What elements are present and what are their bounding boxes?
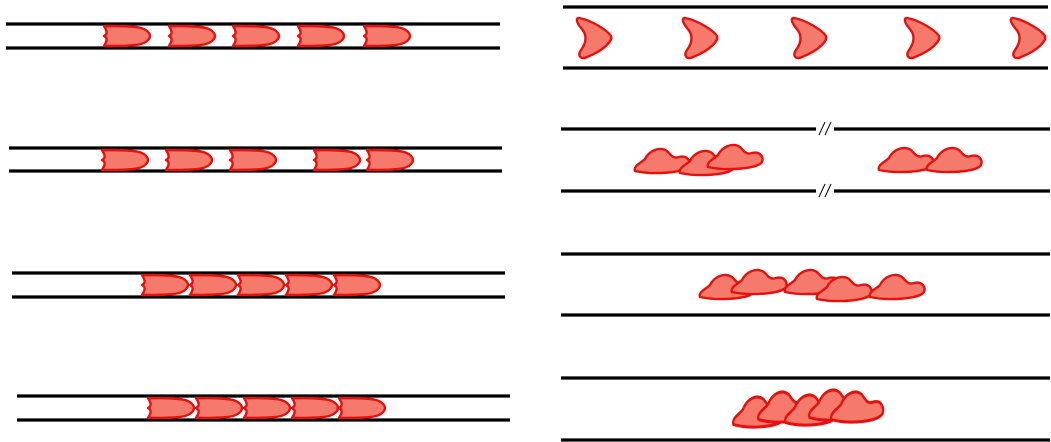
capillary-channel-4 [17,394,510,422]
red-blood-cell [312,148,362,172]
red-blood-cell [296,24,346,48]
red-blood-cell [362,24,412,48]
red-blood-cell [790,16,828,60]
red-blood-cell [730,268,788,296]
red-blood-cell [284,273,334,297]
red-blood-cell [877,146,935,174]
red-blood-cell [100,148,150,172]
red-blood-cell [228,148,278,172]
red-blood-cell [332,273,382,297]
red-blood-cell [140,273,190,297]
wide-channel-4 [561,376,1050,442]
red-blood-cell [194,396,244,420]
red-blood-cell [236,273,286,297]
wide-channel-3 [561,252,1050,317]
red-blood-cell [242,396,292,420]
capillary-channel-1 [6,22,500,50]
red-blood-cell [365,148,415,172]
red-blood-cell [903,16,941,60]
wide-channel-1 [563,5,1048,70]
red-blood-cell [925,146,983,174]
red-blood-cell [188,273,238,297]
wide-channel-2 [561,119,1050,201]
red-blood-cell [868,273,926,301]
left-panel [6,22,510,422]
red-blood-cell [231,24,281,48]
red-blood-cell [1009,16,1047,60]
capillary-channel-3 [12,271,505,299]
red-blood-cell [681,16,719,60]
capillary-channel-2 [9,146,502,173]
red-blood-cell [102,24,152,48]
red-blood-cell [164,148,214,172]
red-blood-cell [167,24,217,48]
right-panel [561,5,1050,442]
red-blood-cell [575,16,613,60]
red-blood-cell [290,396,340,420]
red-blood-cell [706,143,764,171]
gap-break-mark-top [816,119,834,139]
red-blood-cell [337,396,387,420]
gap-break-mark-bottom [816,181,834,201]
red-blood-cell [146,396,196,420]
